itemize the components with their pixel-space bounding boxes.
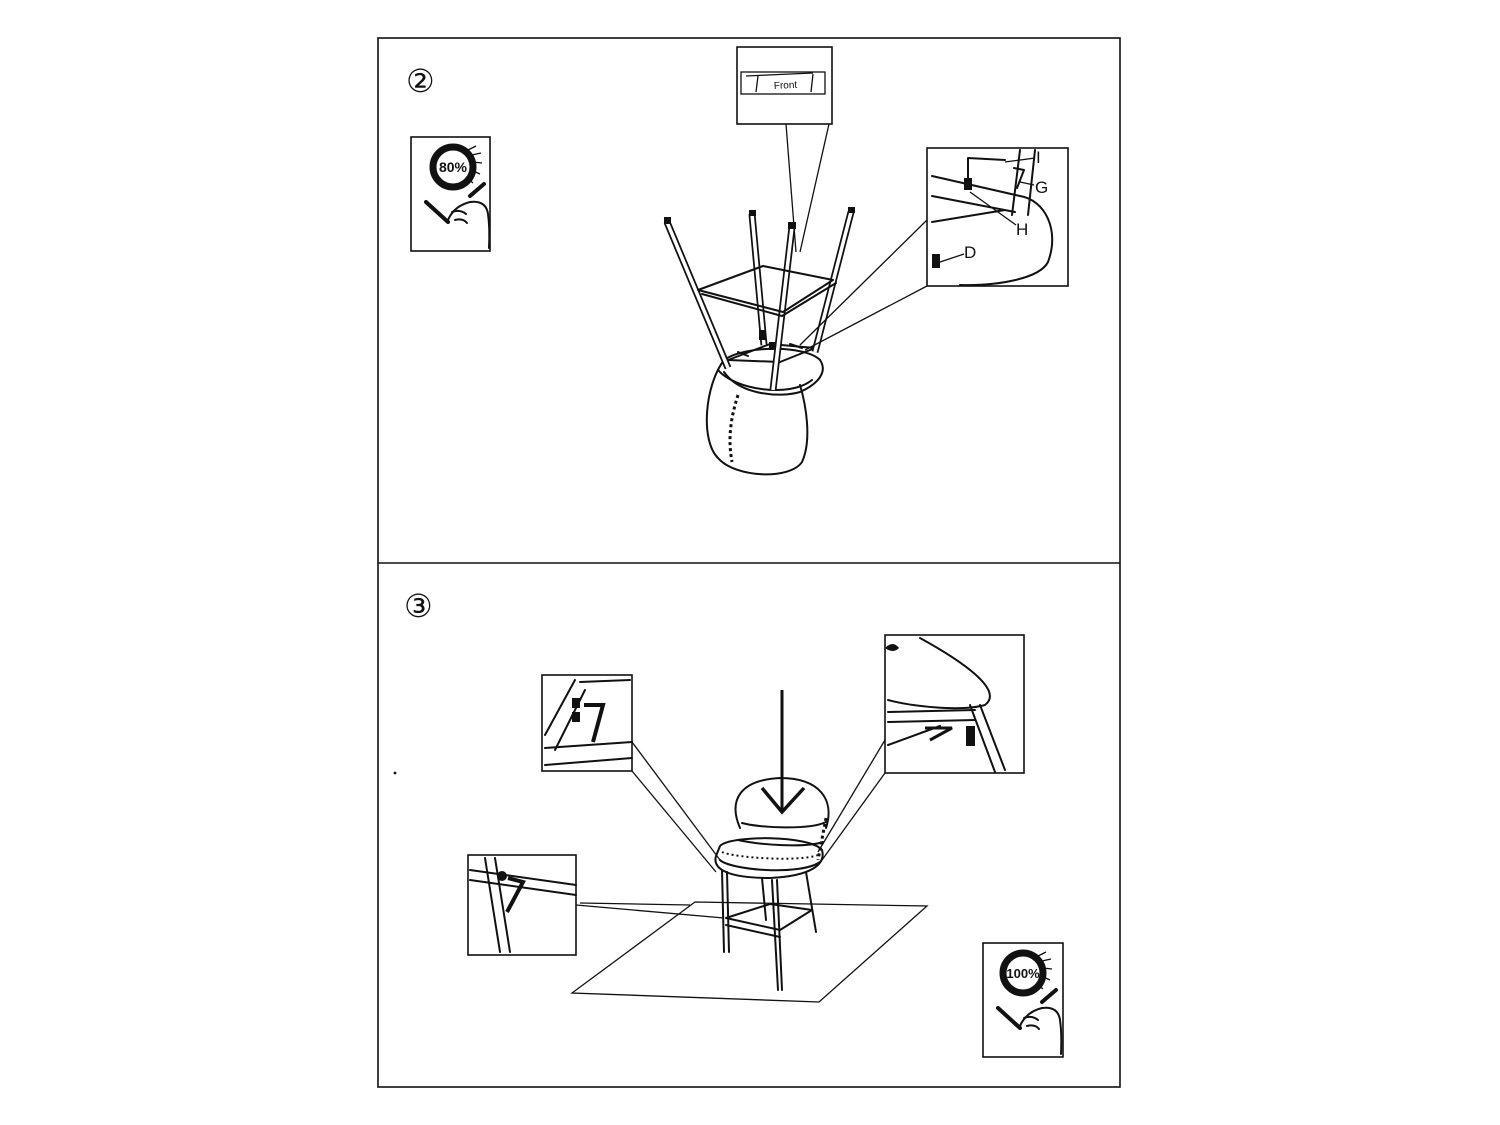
chair-upside-down — [663, 207, 855, 476]
bracket-detail-callout: I G H D — [799, 147, 1069, 351]
torque-icon-80: 80% — [410, 136, 491, 252]
detail-callout-top-left — [541, 674, 721, 873]
chair-upright — [714, 777, 830, 991]
step-3-panel: ③ — [393, 588, 1064, 1058]
step-2-number: ② — [406, 63, 435, 99]
callout-I: I — [1036, 148, 1041, 167]
down-arrow-icon — [760, 690, 806, 815]
floor-mat — [570, 901, 929, 1003]
torque-icon-100: 100% — [982, 942, 1064, 1058]
step-3-number: ③ — [404, 588, 433, 624]
torque-label-80: 80% — [439, 159, 468, 175]
callout-D: D — [964, 243, 976, 262]
detail-callout-bottom-left — [467, 854, 725, 956]
step-2-panel: ② 80% Front — [406, 46, 1069, 476]
front-label-callout: Front — [736, 46, 833, 253]
front-label-text: Front — [774, 80, 798, 92]
detail-callout-top-right — [817, 634, 1025, 861]
callout-H: H — [1016, 220, 1028, 239]
torque-label-100: 100% — [1006, 966, 1040, 981]
callout-G: G — [1035, 178, 1048, 197]
